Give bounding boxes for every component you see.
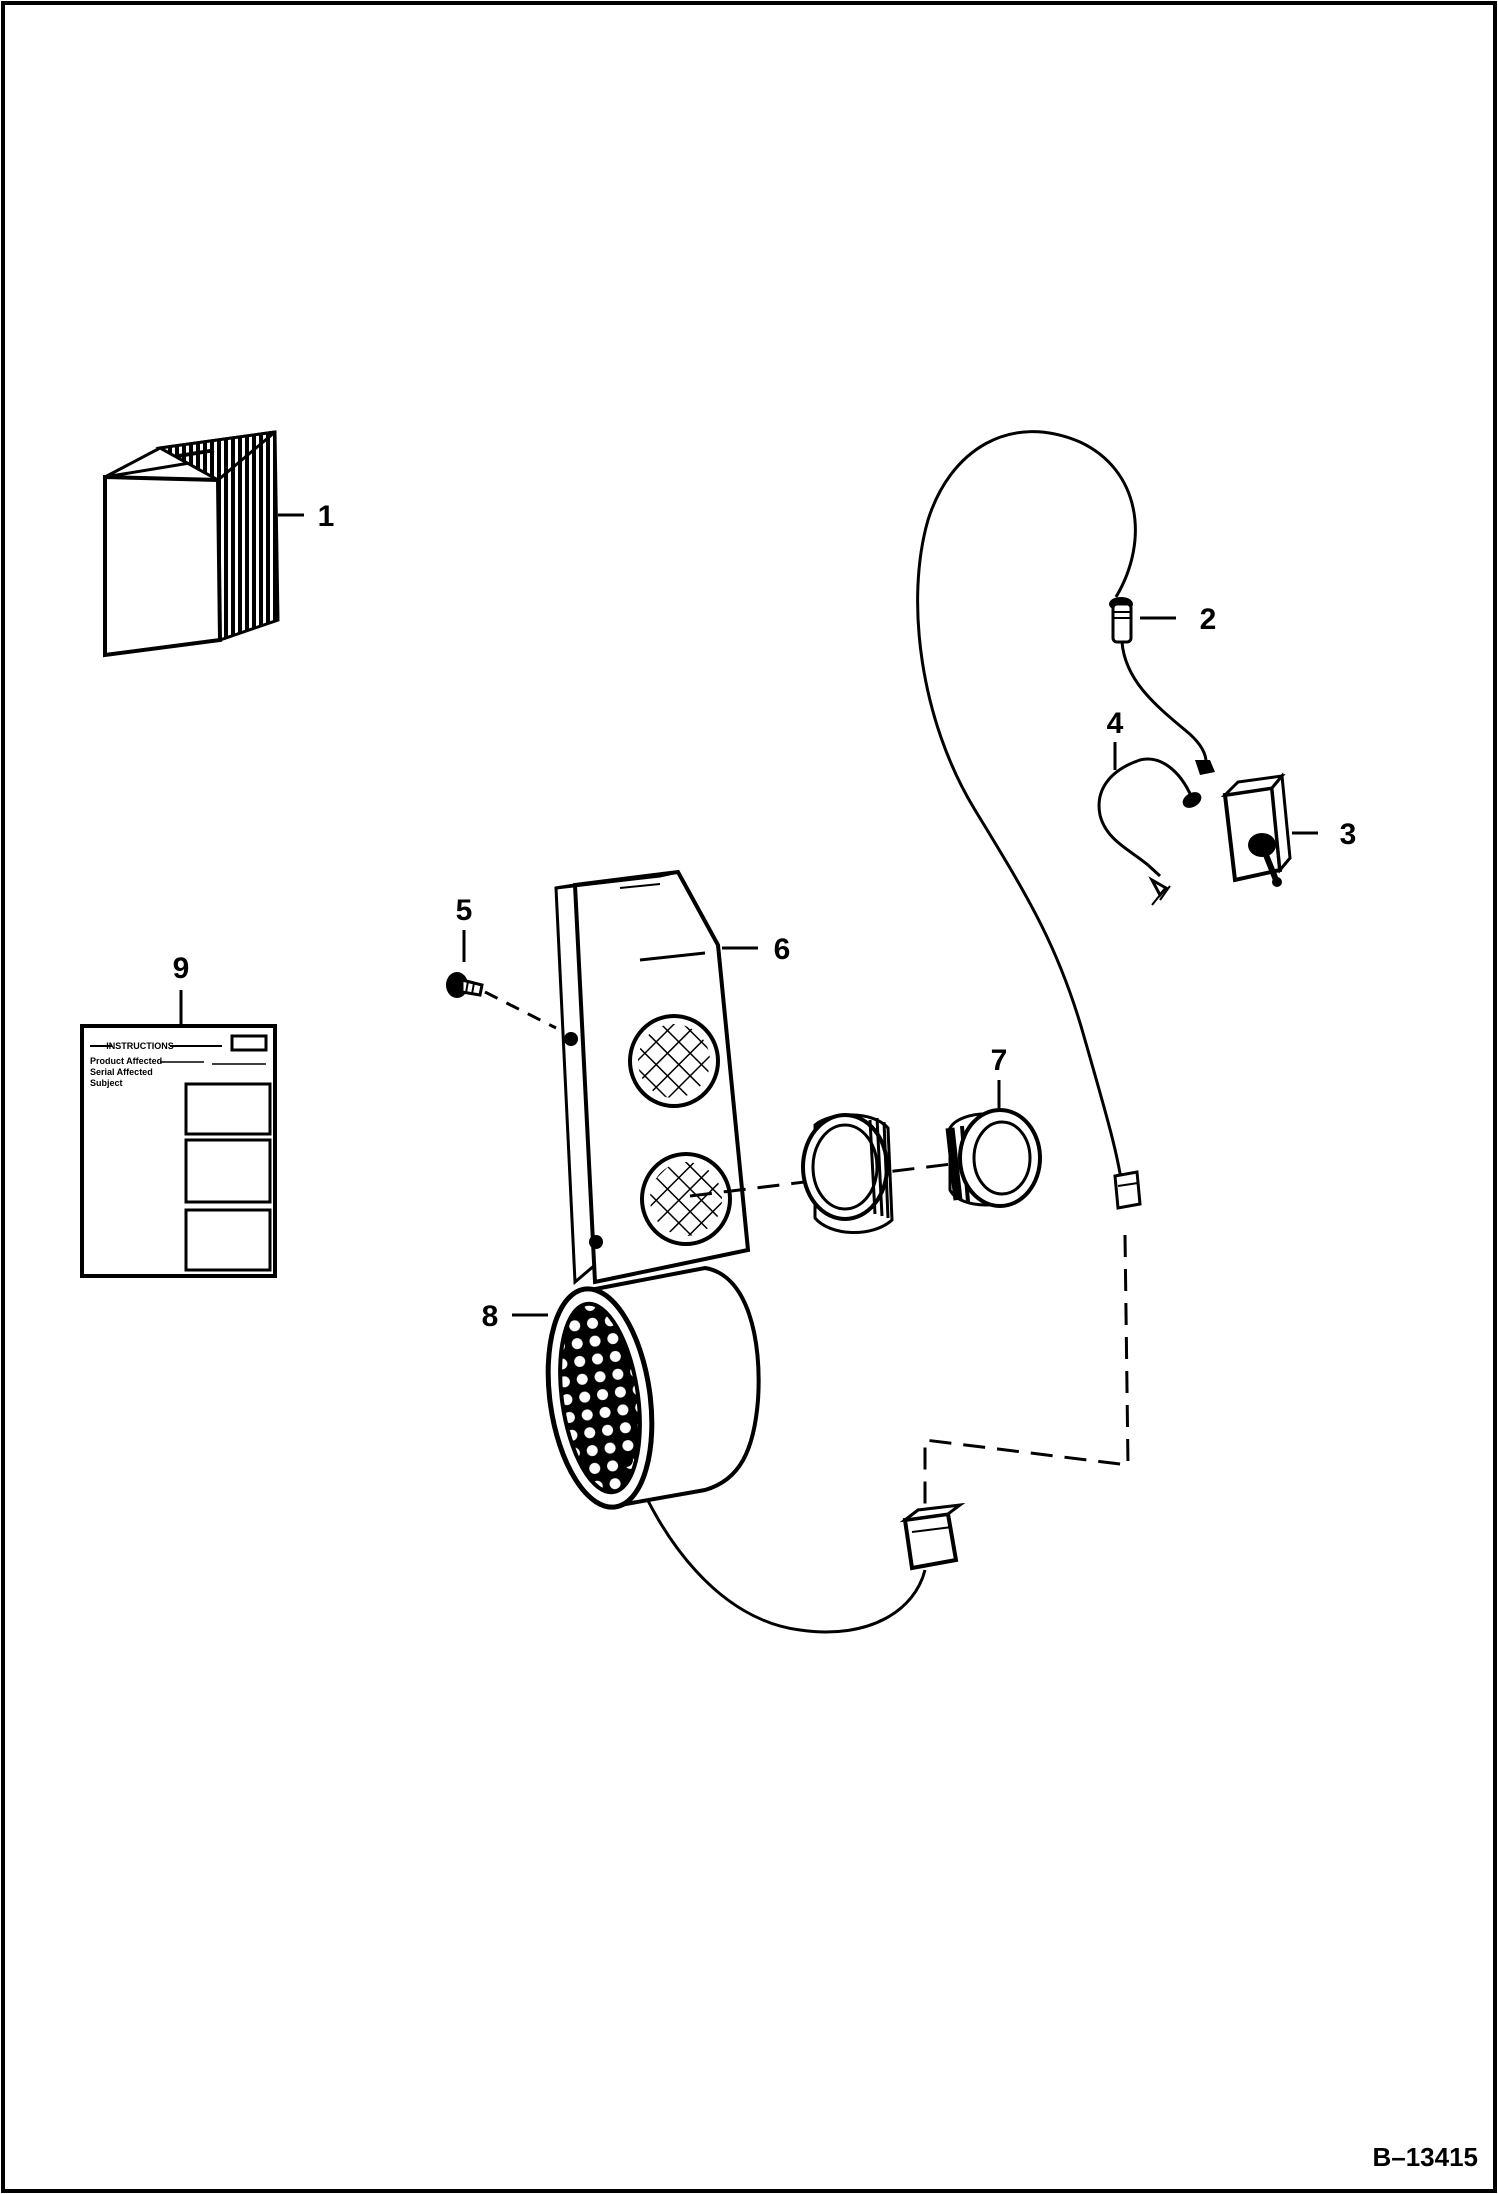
callout-9: 9 <box>173 952 190 985</box>
screw-alignment-dashed <box>484 990 557 1030</box>
sheet-line-1: Product Affected <box>90 1056 162 1066</box>
sheet-title: INSTRUCTIONS <box>106 1041 174 1051</box>
part-9-instruction-sheet: INSTRUCTIONS Product Affected Serial Aff… <box>80 1024 277 1278</box>
connection-dashed <box>923 1234 1130 1520</box>
callout-3: 3 <box>1340 818 1357 851</box>
callout-5: 5 <box>456 894 473 927</box>
sheet-line-3: Subject <box>90 1078 123 1088</box>
callout-8: 8 <box>482 1300 499 1333</box>
connector-lower <box>899 1502 966 1571</box>
callout-1: 1 <box>318 500 335 533</box>
part-7-duct-adapter <box>945 1108 1042 1208</box>
sheet-line-2: Serial Affected <box>90 1067 153 1077</box>
part-2-fuse-holder <box>1109 597 1208 761</box>
callout-6: 6 <box>774 933 791 966</box>
figure-reference: B–13415 <box>1372 2142 1478 2172</box>
part-5-screw <box>446 972 484 998</box>
duct-ring <box>801 1113 894 1234</box>
part-8-blower-fan <box>545 1265 761 1510</box>
part-3-toggle-switch <box>1195 760 1292 887</box>
callout-2: 2 <box>1200 603 1217 636</box>
callout-7: 7 <box>991 1044 1008 1077</box>
callout-4: 4 <box>1107 707 1124 740</box>
part-4-ground-wire <box>1097 757 1202 906</box>
harness-wire <box>916 430 1137 1196</box>
part-6-heater-housing <box>554 869 751 1286</box>
fan-lead-wire <box>628 1459 927 1634</box>
part-1-heater-core <box>103 430 280 658</box>
connector-upper <box>1113 1170 1142 1210</box>
